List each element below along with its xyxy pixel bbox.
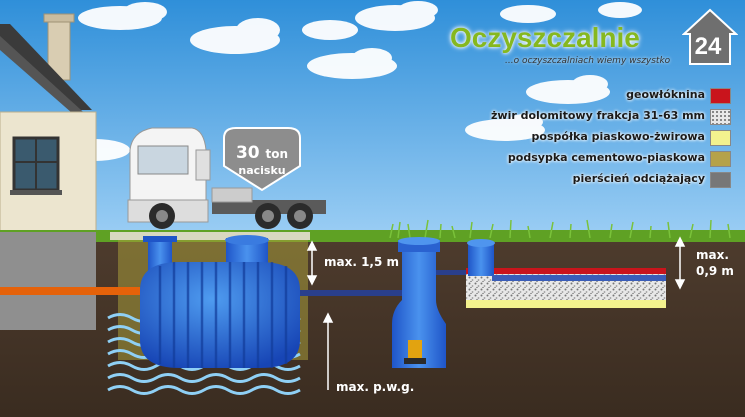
dimension-groundwater: max. p.w.g.	[336, 380, 415, 394]
legend-swatch-relief-ring	[710, 172, 731, 188]
legend-label-sand-gravel: pospółka piaskowo-żwirowa	[531, 130, 705, 143]
truck	[127, 127, 326, 229]
legend-swatch-sand-gravel	[710, 130, 731, 146]
dimension-tank-cover: max. 1,5 m	[324, 255, 400, 269]
dimension-drain-line1: max.	[696, 248, 729, 262]
dimension-drain-line2: 0,9 m	[696, 264, 734, 278]
clouds	[60, 1, 642, 161]
legend-swatch-geotextile	[710, 88, 731, 104]
logo-tagline: ...o oczyszczalniach wiemy wszystko	[505, 56, 671, 66]
septic-tank	[140, 235, 300, 368]
dimension-arrows	[306, 236, 686, 390]
legend-label-geotextile: geowłóknina	[626, 88, 705, 101]
legend-label-gravel: żwir dolomitowy frakcja 31-63 mm	[491, 109, 705, 122]
house	[0, 13, 97, 233]
logo-wordmark: Oczyszczalnie	[450, 22, 640, 53]
drainage-field	[466, 239, 666, 308]
logo-house-icon	[682, 8, 738, 65]
load-badge-label: nacisku	[238, 164, 286, 177]
legend-swatch-cement-sand	[710, 151, 731, 167]
logo-number: 24	[694, 33, 722, 60]
load-badge-value: 30 ton	[235, 143, 289, 163]
load-badge	[223, 127, 301, 192]
legend-swatch-gravel	[710, 109, 731, 125]
pump-well	[392, 237, 446, 368]
legend-label-cement-sand: podsypka cementowo-piaskowa	[507, 151, 705, 164]
legend-label-relief-ring: pierścień odciążający	[572, 172, 705, 185]
grass	[389, 219, 731, 239]
